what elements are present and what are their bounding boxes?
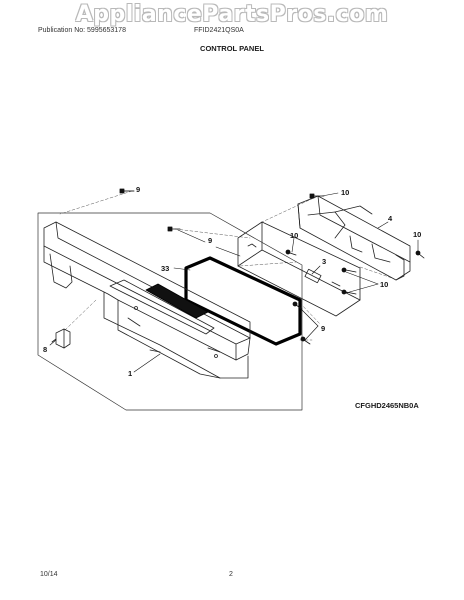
leader-lines — [49, 190, 419, 373]
model-number: FFID2421QS0A — [194, 27, 244, 34]
assembly-outline — [37, 212, 303, 411]
figure-code: CFGHD2465NB0A — [355, 401, 419, 410]
page-number: 2 — [229, 571, 233, 578]
callout-10-mid: 10 — [290, 231, 298, 240]
section-title: CONTROL PANEL — [200, 44, 264, 53]
callout-9-mid: 9 — [208, 236, 212, 245]
callout-33: 33 — [161, 264, 169, 273]
callout-9-low: 9 — [321, 324, 325, 333]
callout-10-right: 10 — [413, 230, 421, 239]
callout-3: 3 — [322, 257, 326, 266]
callout-10-top: 10 — [341, 188, 349, 197]
callout-1: 1 — [128, 369, 132, 378]
part-8-clip — [51, 328, 71, 349]
callout-8: 8 — [43, 345, 47, 354]
part-33-gasket — [184, 256, 302, 346]
screw-icon — [285, 249, 297, 256]
screw-icons — [119, 188, 425, 345]
screw-icon — [300, 336, 311, 345]
part-4-housing — [297, 195, 411, 281]
part-1-control-panel — [43, 221, 251, 379]
callout-4: 4 — [388, 214, 393, 223]
watermark: AppliancePartsPros.com — [75, 2, 389, 27]
screw-icon — [167, 226, 181, 232]
publication-number: Publication No: 5995653178 — [38, 27, 126, 34]
callout-9-top: 9 — [136, 185, 140, 194]
footer-date: 10/14 — [40, 571, 58, 578]
screw-icon — [415, 250, 425, 259]
screw-icon — [341, 267, 357, 273]
callout-10-low: 10 — [380, 280, 388, 289]
